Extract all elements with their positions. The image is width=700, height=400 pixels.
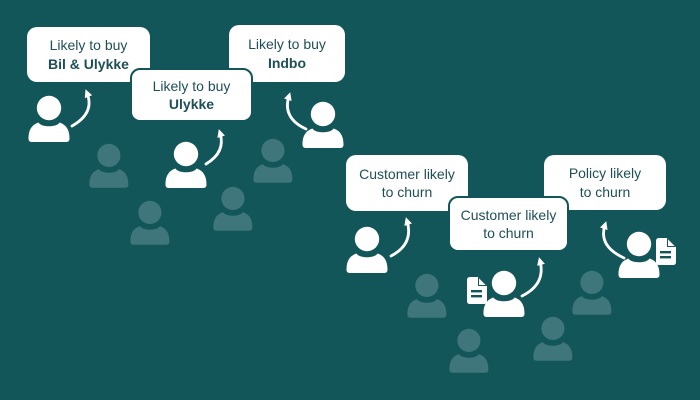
person-icon-prospect-ulykke bbox=[165, 141, 207, 188]
document-icon-churn-customer-2 bbox=[467, 277, 487, 304]
person-head bbox=[415, 273, 439, 297]
callout-text-line2: Bil & Ulykke bbox=[48, 55, 129, 72]
person-icon-crowd-member-1 bbox=[89, 143, 129, 188]
person-icon-crowd-member-3 bbox=[130, 200, 170, 245]
person-shoulders bbox=[165, 168, 207, 188]
person-icon-prospect-bil-ulykke bbox=[28, 95, 70, 142]
person-icon-prospect-indbo bbox=[302, 101, 344, 148]
person-shoulders bbox=[449, 354, 489, 373]
callout-text-line1: Customer likely bbox=[359, 165, 455, 182]
callout-text-line1: Likely to buy bbox=[49, 37, 128, 53]
person-shoulders bbox=[253, 164, 293, 183]
person-icon-churn-customer-2 bbox=[483, 270, 525, 317]
person-shoulders bbox=[346, 253, 388, 273]
person-head bbox=[491, 270, 517, 296]
document-icon-churn-policy-holder bbox=[656, 238, 676, 265]
callout-customer-churn-2: Customer likely to churn bbox=[448, 196, 569, 252]
document-text-line bbox=[471, 290, 482, 293]
person-icon-churn-customer-1 bbox=[346, 226, 388, 273]
person-icon-crowd-member-4 bbox=[213, 186, 253, 231]
person-head bbox=[354, 226, 380, 252]
person-shoulders bbox=[533, 342, 573, 361]
person-shoulders bbox=[483, 297, 525, 317]
callout-text-line2: Ulykke bbox=[168, 96, 215, 112]
callout-text-line1: Policy likely bbox=[568, 165, 642, 181]
person-shoulders bbox=[213, 212, 253, 231]
person-head bbox=[626, 231, 652, 257]
person-head bbox=[457, 328, 481, 352]
callout-customer-churn-1: Customer likely to churn bbox=[346, 155, 468, 211]
person-shoulders bbox=[89, 169, 129, 188]
person-head bbox=[261, 138, 285, 162]
person-icon-crowd-member-5 bbox=[407, 273, 447, 318]
person-head bbox=[173, 141, 199, 167]
arrow-churn-1 bbox=[389, 217, 412, 258]
person-head bbox=[310, 101, 336, 127]
callout-text-line1: Likely to buy bbox=[248, 36, 326, 52]
callout-text-line2: to churn bbox=[483, 225, 534, 241]
person-shoulders bbox=[407, 299, 447, 318]
person-icon-churn-policy-holder bbox=[618, 231, 660, 278]
person-icon-crowd-member-8 bbox=[533, 316, 573, 361]
callout-text-line2: to churn bbox=[381, 184, 433, 200]
arrow-ulykke bbox=[204, 129, 226, 166]
person-icon-crowd-member-2 bbox=[253, 138, 293, 183]
person-head bbox=[138, 200, 162, 224]
person-head bbox=[36, 95, 62, 121]
person-shoulders bbox=[302, 128, 344, 148]
callout-text-line2: to churn bbox=[579, 183, 631, 200]
person-icon-crowd-member-6 bbox=[572, 270, 612, 315]
person-head bbox=[580, 270, 604, 294]
arrow-bil-ulykke bbox=[70, 89, 93, 128]
arrow-indbo bbox=[283, 92, 308, 131]
document-fold-flap bbox=[479, 278, 486, 285]
person-head bbox=[221, 186, 245, 210]
arrow-policy bbox=[599, 221, 626, 260]
person-icon-crowd-member-7 bbox=[449, 328, 489, 373]
person-shoulders bbox=[28, 122, 70, 142]
person-head bbox=[97, 143, 121, 167]
callout-text-line1: Customer likely bbox=[460, 206, 557, 223]
person-shoulders bbox=[618, 258, 660, 278]
callout-text-line2: Indbo bbox=[267, 54, 307, 71]
person-shoulders bbox=[572, 296, 612, 315]
document-text-line bbox=[471, 295, 482, 298]
arrow-churn-2 bbox=[520, 257, 545, 298]
document-fold-flap bbox=[668, 239, 675, 246]
person-shoulders bbox=[130, 226, 170, 245]
person-head bbox=[541, 316, 565, 340]
document-text-line bbox=[660, 256, 671, 259]
document-text-line bbox=[660, 251, 671, 254]
callout-text-line1: Likely to buy bbox=[152, 77, 231, 94]
